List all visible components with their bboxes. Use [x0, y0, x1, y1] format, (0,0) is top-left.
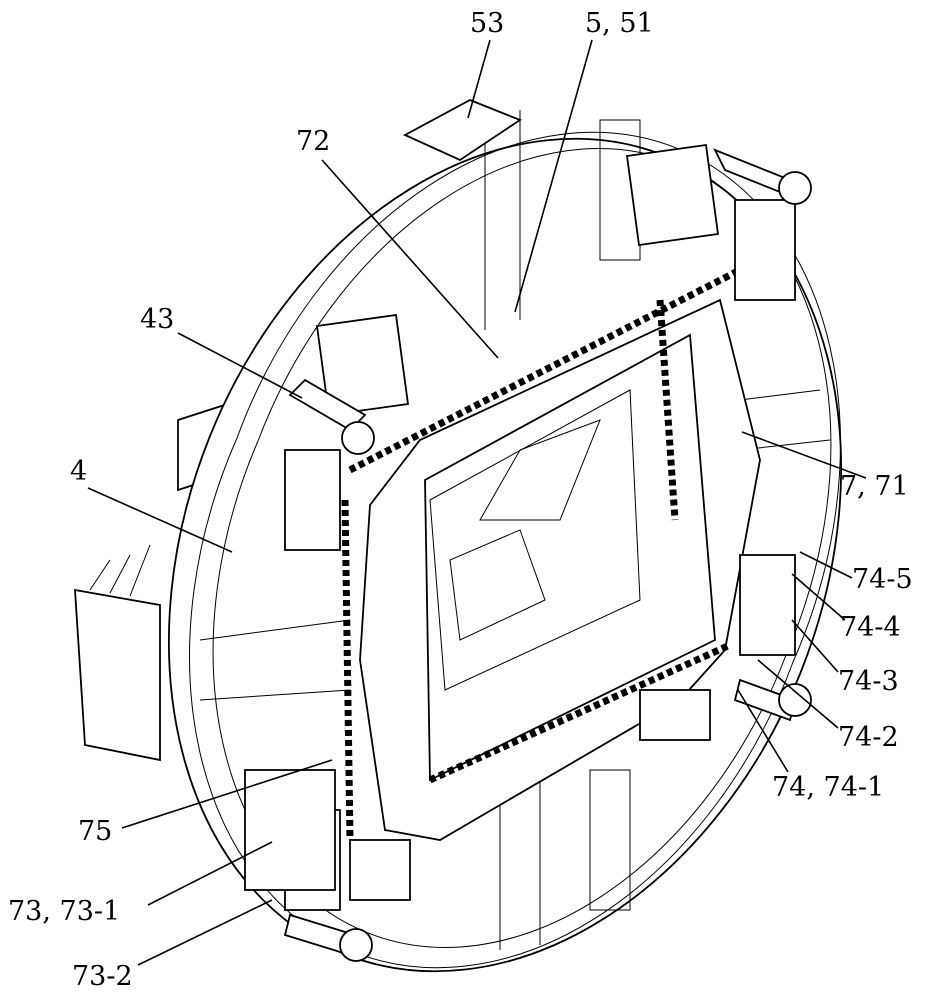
label-73-2: 73-2	[72, 961, 133, 992]
label-74-3: 74-3	[838, 666, 899, 697]
label-74-4: 74-4	[840, 612, 901, 643]
label-43: 43	[140, 304, 174, 335]
label-75: 75	[78, 816, 112, 847]
label-73-73-1: 73, 73-1	[8, 896, 120, 927]
label-74-5: 74-5	[852, 564, 913, 595]
leader-lines	[87, 39, 867, 966]
label-7-71: 7, 71	[840, 471, 909, 502]
chains	[341, 266, 742, 841]
shafts	[283, 148, 812, 962]
label-53: 53	[470, 8, 504, 39]
part-53	[402, 99, 522, 162]
label-4: 4	[70, 456, 87, 487]
label-74-74-1: 74, 74-1	[772, 772, 884, 803]
label-72: 72	[296, 126, 330, 157]
label-74-2: 74-2	[838, 722, 899, 753]
sprocket-blocks	[244, 143, 796, 911]
label-5-51: 5, 51	[585, 8, 654, 39]
